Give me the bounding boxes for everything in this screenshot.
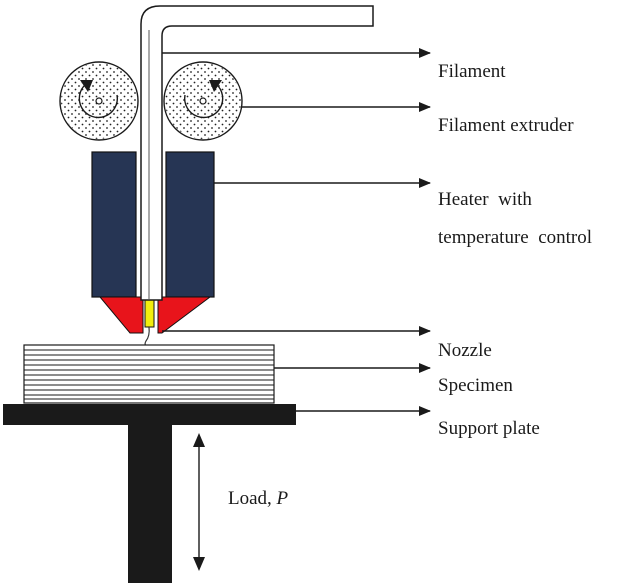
load-label: Load, P [228,488,289,509]
specimen-label: Specimen [438,375,513,396]
roller-left [59,61,139,141]
support-plate-label: Support plate [438,418,540,439]
heater-block-left [91,151,137,298]
filament-tube [140,5,374,301]
heater-label-line1: Heater with [438,189,532,210]
filament-label: Filament [438,61,506,82]
nozzle-right [157,296,212,334]
load-label-prefix: Load, [228,488,277,509]
nozzle-label: Nozzle [438,340,492,361]
filament-extruder-label: Filament extruder [438,115,574,136]
heater-block-right [165,151,215,298]
roller-right [163,61,243,141]
nozzle-left [98,296,144,334]
support-plate [3,404,296,425]
load-label-symbol: P [276,488,289,509]
specimen-layers [23,344,275,404]
support-column [128,425,172,583]
heater-label-line2: temperature control [438,227,592,248]
nozzle-tip [144,296,155,328]
load-double-arrow [193,433,205,571]
